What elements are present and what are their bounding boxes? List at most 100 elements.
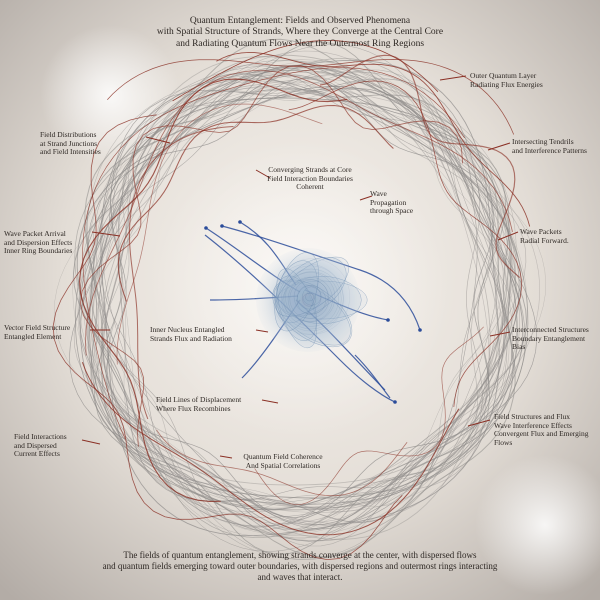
label-right-mid: Wave Packets Radial Forward.	[520, 227, 569, 245]
ring-strand	[105, 78, 495, 518]
blue-strand	[354, 354, 391, 399]
core-ring	[287, 276, 333, 322]
ring-strand	[80, 67, 518, 505]
leader-line	[439, 75, 467, 81]
core-petal	[274, 252, 319, 332]
core-ring	[302, 286, 322, 306]
leader-line	[261, 399, 279, 404]
red-strand	[172, 40, 439, 102]
leader-line	[487, 142, 511, 151]
leader-line	[359, 195, 373, 201]
red-strand	[117, 104, 394, 302]
ring-strand	[69, 78, 538, 542]
red-strand	[254, 326, 484, 505]
ring-strand	[92, 69, 518, 547]
strand-arrow-tip	[393, 400, 397, 404]
leader-line	[489, 331, 511, 337]
red-strand	[319, 54, 521, 279]
label-inner-bottom: Quantum Field Coherence And Spatial Corr…	[243, 452, 323, 470]
label-center-right: Wave Propagation through Space	[370, 189, 414, 216]
core-petal	[278, 257, 347, 317]
red-strand	[85, 70, 513, 356]
ring-strand	[86, 75, 517, 560]
red-strand	[216, 52, 531, 227]
core-ring	[296, 285, 326, 315]
ring-strand	[74, 57, 526, 539]
leader-line	[467, 419, 491, 427]
blue-strand	[221, 225, 421, 331]
core-ring	[302, 292, 317, 307]
label-top-right: Outer Quantum Layer Radiating Flux Energ…	[470, 71, 543, 89]
leader-line	[145, 136, 171, 144]
core-petal	[272, 279, 353, 348]
core-petal	[282, 276, 362, 324]
label-left-bottom: Field Interactions and Dispersed Current…	[14, 432, 67, 459]
label-right-lower: Field Structures and Flux Wave Interfere…	[494, 412, 589, 447]
red-strand	[288, 80, 522, 407]
red-strand	[52, 114, 403, 561]
central-core	[256, 248, 368, 352]
red-strand	[128, 125, 234, 420]
core-petal	[276, 268, 317, 349]
core-ring	[281, 268, 342, 330]
ring-strand	[101, 81, 499, 486]
red-strand	[156, 429, 408, 497]
ring-strand	[72, 61, 528, 535]
ring-strand	[86, 59, 510, 513]
core-glow	[256, 248, 360, 352]
diagram-title: Quantum Entanglement: Fields and Observe…	[156, 16, 444, 49]
core-ring	[305, 292, 314, 302]
label-left-mid: Wave Packet Arrival and Dispersion Effec…	[4, 229, 73, 256]
label-center-upper: Converging Strands at Core Field Interac…	[267, 165, 353, 192]
label-inner-lower: Field Lines of Displacement Where Flux R…	[156, 395, 242, 413]
core-ring	[272, 263, 344, 335]
ring-strand	[92, 44, 508, 552]
leader-line	[255, 169, 271, 179]
leader-line	[255, 329, 269, 333]
core-ring	[277, 265, 344, 332]
red-strand	[79, 65, 464, 447]
ring-strand	[115, 75, 504, 512]
label-left-upper: Field Distributions at Strand Junctions …	[40, 130, 101, 157]
ring-strand	[78, 89, 510, 509]
core-ring	[289, 279, 330, 319]
red-strand	[81, 362, 460, 536]
ring-strand	[78, 88, 522, 508]
label-right-upper: Intersecting Tendrils and Interference P…	[512, 137, 587, 155]
ring-strand	[77, 80, 513, 525]
strand-arrow-tip	[220, 224, 224, 228]
red-strand	[107, 59, 515, 135]
ring-strand	[107, 65, 493, 531]
ring-strand	[97, 50, 490, 524]
ring-strand	[89, 97, 511, 499]
ring-strand	[100, 59, 500, 537]
label-leader-lines	[81, 75, 519, 459]
ring-strand	[99, 88, 478, 526]
strand-arrow-tip	[204, 226, 208, 230]
ring-strand	[102, 87, 505, 526]
leader-line	[91, 231, 121, 237]
leader-line	[497, 231, 519, 241]
strand-arrow-tip	[418, 328, 422, 332]
core-ring	[293, 279, 329, 315]
label-left-lower: Vector Field Structure Entangled Element	[4, 323, 71, 341]
core-ring	[285, 272, 336, 323]
strand-arrow-tip	[238, 220, 242, 224]
diagram-footer-caption: The fields of quantum entanglement, show…	[102, 550, 498, 582]
ring-strand	[117, 78, 520, 527]
core-ring	[297, 285, 322, 310]
ring-strand	[73, 68, 527, 528]
ring-strand	[76, 85, 524, 511]
leader-line	[81, 439, 101, 445]
core-petal	[275, 256, 349, 317]
strand-arrow-tip	[386, 318, 390, 322]
ring-strand	[84, 71, 516, 537]
label-right-lower-mid: Interconnected Structures Boundary Entan…	[512, 325, 589, 352]
core-ring	[273, 258, 350, 335]
red-strand	[116, 103, 323, 365]
ring-strands	[53, 38, 547, 560]
ring-strand	[95, 60, 520, 518]
leader-line	[219, 455, 233, 459]
label-inner-left: Inner Nucleus Entangled Strands Flux and…	[150, 325, 232, 343]
